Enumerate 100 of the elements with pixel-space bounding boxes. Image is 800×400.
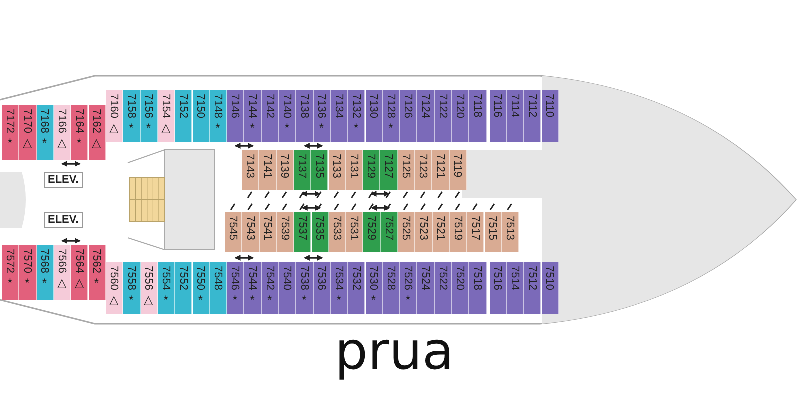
cabin-symbol: △: [58, 277, 67, 290]
cabin-number: 7530: [368, 266, 380, 290]
cabin-number: 7514: [509, 266, 522, 290]
cabin-number: 7170: [21, 109, 34, 134]
cabin-box: [260, 212, 277, 252]
cabin-number: 7148: [212, 94, 224, 118]
cabin-symbol: *: [284, 122, 290, 134]
cabin-box: [294, 150, 312, 190]
cabin-number: 7114: [509, 94, 522, 118]
cabin-box: [398, 150, 415, 190]
cabin-number: 7566: [56, 249, 68, 274]
cabin-symbol: *: [198, 294, 203, 306]
cabin-number: 7132: [350, 94, 362, 118]
cabin-number: 7544: [246, 266, 259, 290]
cabin-box: [36, 245, 54, 300]
cabin-number: 7154: [160, 94, 172, 118]
cabin-symbol: *: [164, 294, 168, 306]
cabin-symbol: *: [8, 277, 12, 290]
cabin-number: 7131: [348, 154, 360, 178]
cabin-number: 7162: [90, 109, 103, 134]
cabin-number: 7517: [469, 216, 482, 240]
cabin-symbol: *: [250, 294, 255, 306]
cabin-box: [19, 245, 37, 300]
cabin-number: 7521: [434, 216, 447, 240]
cabin-box: [296, 90, 314, 142]
cabin-number: 7529: [366, 216, 378, 240]
cabin-symbol: △: [58, 137, 67, 150]
cabin-box: [432, 212, 450, 252]
cabin-symbol: △: [22, 137, 32, 150]
cabin-number: 7523: [417, 216, 430, 240]
cabin-box: [276, 150, 294, 190]
cabin-number: 7156: [142, 94, 155, 118]
cabin-symbol: *: [302, 294, 307, 306]
cabin-number: 7516: [492, 266, 504, 290]
cabin-number: 7142: [264, 94, 276, 118]
cabin-number: 7541: [262, 216, 274, 240]
cabin-number: 7158: [125, 94, 138, 118]
cabin-number: 7552: [177, 266, 190, 290]
cabin-number: 7537: [296, 216, 308, 240]
cabin-number: 7119: [452, 154, 464, 178]
cabin-number: 7166: [56, 109, 68, 134]
cabin-symbol: △: [110, 294, 119, 306]
cabin-symbol: *: [42, 277, 48, 290]
cabin-box: [506, 90, 524, 142]
cabin-box: [158, 262, 176, 314]
cabin-number: 7545: [227, 216, 240, 240]
connecting-door-arrow: [304, 255, 324, 261]
cabin-number: 7539: [279, 216, 292, 240]
connecting-door-arrow: [304, 143, 324, 149]
cabin-box: [484, 212, 502, 252]
cabin-number: 7570: [21, 249, 34, 274]
cabin-number: 7546: [229, 266, 242, 290]
cabin-number: 7527: [382, 216, 395, 240]
cabin-number: 7137: [296, 154, 308, 178]
connecting-door-arrow: [371, 205, 390, 211]
cabin-box: [106, 262, 124, 314]
cabin-box: [88, 105, 106, 160]
cabin-box: [417, 90, 435, 142]
cabin-box: [469, 262, 487, 314]
connecting-door-arrow: [302, 191, 321, 197]
cabin-number: 7168: [38, 109, 51, 134]
cabin-box: [506, 262, 524, 314]
cabin-number: 7520: [454, 266, 466, 290]
cabin-box: [36, 105, 54, 160]
cabin-box: [294, 212, 312, 252]
cabin-box: [380, 212, 398, 252]
cabin-box: [400, 90, 418, 142]
cabin-box: [450, 212, 468, 252]
cabin-number: 7172: [4, 109, 16, 134]
cabin-number: 7130: [368, 94, 380, 118]
cabin-number: 7124: [420, 94, 432, 118]
cabin-symbol: *: [25, 277, 30, 290]
cabin-box: [330, 262, 348, 314]
cabin-box: [259, 150, 277, 190]
cabin-box: [524, 90, 542, 142]
cabin-number: 7136: [316, 94, 328, 118]
cabin-number: 7554: [160, 266, 172, 290]
cabin-number: 7128: [384, 94, 397, 118]
cabin-box: [400, 262, 418, 314]
cabin-number: 7542: [264, 266, 276, 290]
cabin-symbol: △: [110, 122, 119, 134]
cabin-number: 7538: [298, 266, 310, 290]
cabin-symbol: *: [129, 122, 134, 134]
cabin-box: [140, 262, 158, 314]
cabin-box: [434, 262, 452, 314]
cabin-symbol: *: [42, 137, 48, 150]
cabin-box: [71, 105, 88, 160]
cabin-number: 7125: [400, 154, 412, 178]
cabin-box: [346, 212, 364, 252]
cabin-box: [276, 212, 294, 252]
cabin-box: [346, 150, 364, 190]
cabin-symbol: *: [8, 137, 12, 150]
connecting-door-arrow: [62, 161, 81, 167]
cabin-number: 7152: [177, 94, 190, 118]
cabin-number: 7543: [244, 216, 256, 240]
cabin-number: 7540: [281, 266, 294, 290]
cabin-symbol: △: [144, 294, 154, 306]
cabin-box: [363, 212, 381, 252]
cabin-box: [296, 262, 314, 314]
cabin-symbol: *: [250, 122, 255, 134]
